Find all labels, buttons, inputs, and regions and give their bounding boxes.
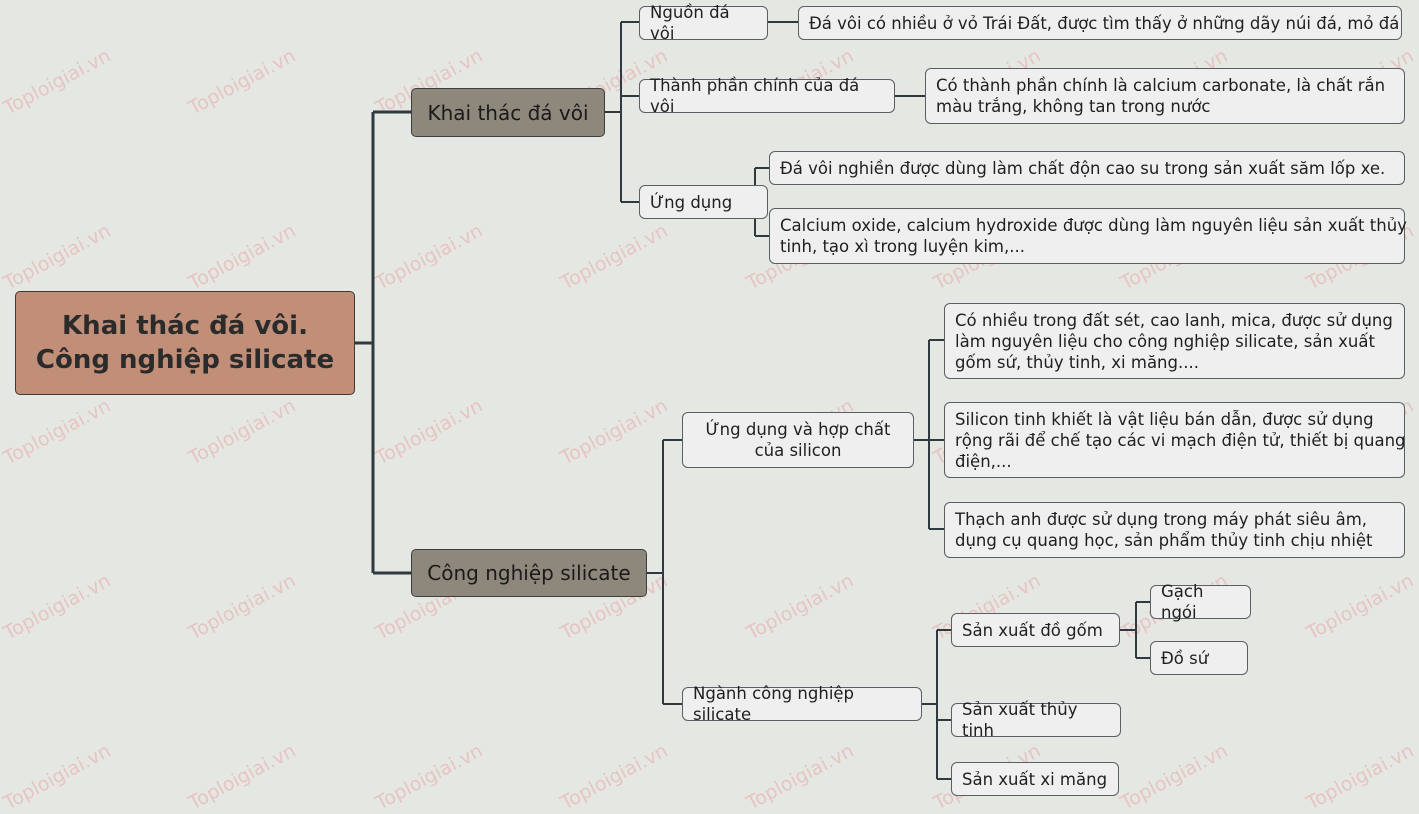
node-application-detail-1[interactable]: Đá vôi nghiền được dùng làm chất độn cao…: [769, 151, 1405, 185]
connector-limestone: [605, 21, 639, 203]
root-topic[interactable]: Khai thác đá vôi. Công nghiệp silicate: [15, 291, 355, 395]
node-source[interactable]: Nguồn đá vôi: [639, 3, 768, 43]
root-title-line2: Công nghiệp silicate: [35, 345, 335, 375]
node-composition-detail[interactable]: Có thành phần chính là calcium carbonate…: [925, 68, 1405, 124]
branch-limestone[interactable]: Khai thác đá vôi: [411, 88, 605, 137]
node-glass-label: Sản xuất thủy tinh: [962, 700, 1078, 740]
node-application-detail-2-line1: Calcium oxide, calcium hydroxide được dù…: [780, 216, 1407, 235]
node-silicon-detail-1-line2: làm nguyên liệu cho công nghiệp silicate…: [955, 331, 1375, 351]
branch-silicate[interactable]: Công nghiệp silicate: [411, 549, 647, 597]
node-source-detail-text: Đá vôi có nhiều ở vỏ Trái Đất, được tìm …: [809, 13, 1400, 33]
node-composition[interactable]: Thành phần chính của đá vôi: [639, 76, 895, 116]
node-silicon-detail-2-line3: điện,...: [955, 451, 1012, 471]
branch-limestone-label: Khai thác đá vôi: [427, 100, 589, 125]
node-source-detail[interactable]: Đá vôi có nhiều ở vỏ Trái Đất, được tìm …: [798, 6, 1402, 40]
node-source-label: Nguồn đá vôi: [650, 3, 730, 43]
node-industry-label: Ngành công nghiệp silicate: [693, 684, 855, 724]
node-silicon-detail-2-line2: rộng rãi để chế tạo các vi mạch điện tử,…: [955, 430, 1406, 450]
connector-ceramics: [1120, 601, 1150, 659]
node-porcelain[interactable]: Đồ sứ: [1150, 641, 1248, 675]
node-application-detail-2-line2: tinh, tạo xì trong luyện kim,...: [780, 237, 1025, 256]
node-application-detail-2[interactable]: Calcium oxide, calcium hydroxide được dù…: [769, 208, 1407, 264]
branch-silicate-label: Công nghiệp silicate: [427, 561, 631, 585]
connector-silicate: [647, 439, 682, 705]
node-application-detail-1-text: Đá vôi nghiền được dùng làm chất độn cao…: [780, 158, 1386, 178]
node-silicon-label-line1: Ứng dụng và hợp chất: [705, 420, 891, 439]
node-tiles-label: Gạch ngói: [1161, 582, 1204, 622]
node-silicon-detail-1-line3: gốm sứ, thủy tinh, xi măng....: [955, 352, 1199, 372]
node-glass[interactable]: Sản xuất thủy tinh: [951, 700, 1121, 740]
node-cement-label: Sản xuất xi măng: [962, 769, 1108, 789]
connector-root-trunk: [355, 110, 411, 575]
node-cement[interactable]: Sản xuất xi măng: [951, 762, 1119, 796]
node-application-label: Ứng dụng: [650, 192, 733, 212]
node-silicon-detail-3-line1: Thạch anh được sử dụng trong máy phát si…: [955, 510, 1368, 529]
root-title-line1: Khai thác đá vôi.: [62, 311, 308, 341]
node-porcelain-label: Đồ sứ: [1161, 648, 1209, 668]
node-ceramics[interactable]: Sản xuất đồ gốm: [951, 613, 1120, 647]
node-industry[interactable]: Ngành công nghiệp silicate: [682, 684, 922, 724]
node-ceramics-label: Sản xuất đồ gốm: [962, 620, 1103, 640]
node-silicon-label-line2: của silicon: [754, 441, 842, 460]
node-silicon-detail-3[interactable]: Thạch anh được sử dụng trong máy phát si…: [944, 502, 1405, 558]
node-silicon-detail-1-line1: Có nhiều trong đất sét, cao lanh, mica, …: [955, 310, 1393, 330]
node-composition-detail-line1: Có thành phần chính là calcium carbonate…: [936, 76, 1386, 95]
connector-silicon: [914, 339, 944, 530]
node-silicon-detail-3-line2: dụng cụ quang học, sản phẩm thủy tinh ch…: [955, 531, 1373, 550]
node-silicon[interactable]: Ứng dụng và hợp chất của silicon: [682, 412, 914, 468]
node-application[interactable]: Ứng dụng: [639, 185, 768, 219]
node-silicon-detail-2-line1: Silicon tinh khiết là vật liệu bán dẫn, …: [955, 409, 1374, 429]
node-composition-label: Thành phần chính của đá vôi: [650, 76, 860, 116]
node-composition-detail-line2: màu trắng, không tan trong nước: [936, 97, 1211, 116]
node-tiles[interactable]: Gạch ngói: [1150, 582, 1251, 622]
connector-industry: [922, 629, 951, 780]
node-silicon-detail-1[interactable]: Có nhiều trong đất sét, cao lanh, mica, …: [944, 303, 1405, 379]
node-silicon-detail-2[interactable]: Silicon tinh khiết là vật liệu bán dẫn, …: [944, 402, 1406, 478]
